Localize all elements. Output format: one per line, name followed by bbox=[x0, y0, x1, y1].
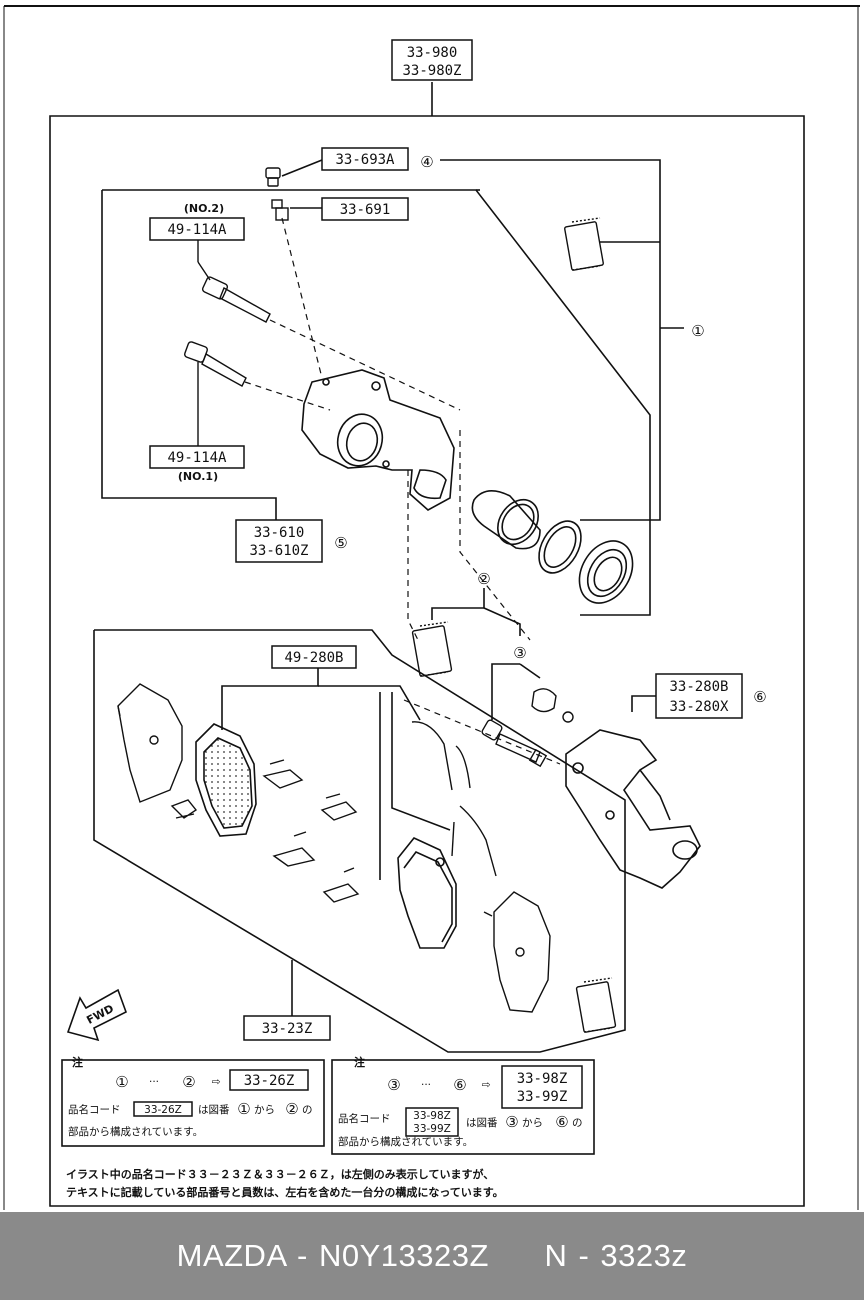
note-left-line1-code: 33-26Z bbox=[144, 1104, 182, 1116]
bottom-note-line1: イラスト中の品名コード３３－２３Ｚ＆３３－２６Ｚ，は左側のみ表示していますが、 bbox=[66, 1167, 494, 1181]
note-left-dots: ··· bbox=[149, 1076, 159, 1088]
grease-packet-upper bbox=[564, 217, 604, 271]
note-left-line1-mid: は図番 bbox=[198, 1104, 230, 1116]
note-right-line1-b: ⑥ bbox=[555, 1113, 568, 1131]
boot-part bbox=[578, 540, 634, 604]
callout-1: ① bbox=[691, 322, 704, 340]
caliper-label-1: 33-610 bbox=[254, 525, 305, 541]
note-right-line1-code-2: 33-99Z bbox=[413, 1123, 451, 1135]
guide-pin-upper-label: 49-114A bbox=[167, 222, 227, 238]
callout-6: ⑥ bbox=[753, 688, 766, 706]
piston-part bbox=[471, 490, 541, 550]
bracket-label-1: 33-280B bbox=[669, 679, 728, 695]
pad-set-label: 49-280B bbox=[284, 650, 343, 666]
note-right-formula-b: ⑥ bbox=[453, 1076, 466, 1094]
seal-part bbox=[538, 520, 582, 574]
bracket-bolt-part bbox=[481, 688, 574, 768]
note-right-line1-pre: 品名コード bbox=[338, 1112, 391, 1125]
shim-right-part bbox=[483, 891, 551, 1013]
caliper-label-2: 33-610Z bbox=[249, 543, 308, 559]
callout-4: ④ bbox=[420, 153, 433, 171]
pad-clip-parts bbox=[170, 759, 360, 903]
shim-left-part bbox=[117, 683, 183, 803]
pad-left-part bbox=[195, 723, 257, 837]
bleeder-screw-label: 33-691 bbox=[340, 202, 391, 218]
no2-label: (NO.2) bbox=[184, 202, 224, 215]
note-left-line1-a: ① bbox=[237, 1100, 250, 1118]
note-right-code-2: 33-99Z bbox=[517, 1089, 568, 1105]
bracket-label-2: 33-280X bbox=[669, 699, 729, 715]
note-left-formula-b: ② bbox=[182, 1073, 195, 1091]
grease-packet-middle bbox=[411, 621, 453, 677]
note-left-arrow: ⇨ bbox=[212, 1076, 221, 1088]
note-left-line2: 部品から構成されています。 bbox=[68, 1125, 203, 1138]
note-right-dots: ··· bbox=[421, 1079, 431, 1091]
note-left-code: 33-26Z bbox=[244, 1073, 295, 1089]
assembly-label-1: 33-980 bbox=[407, 45, 458, 61]
guide-pin-lower-part bbox=[184, 341, 247, 446]
bottom-note-line2: テキストに記載している部品番号と員数は、左右を含めた一台分の構成になっています。 bbox=[66, 1185, 504, 1199]
caliper-bracket-part bbox=[565, 729, 701, 889]
note-left-line1-no: の bbox=[302, 1104, 313, 1116]
bleeder-cap-part bbox=[265, 167, 281, 187]
fwd-arrow bbox=[66, 988, 127, 1042]
note-left-box bbox=[61, 1059, 325, 1147]
note-right-arrow: ⇨ bbox=[482, 1079, 491, 1091]
note-left-line1-kara: から bbox=[254, 1104, 275, 1116]
note-right-box bbox=[331, 1059, 595, 1155]
note-right-line1-a: ③ bbox=[505, 1113, 518, 1131]
pad-right-part bbox=[397, 837, 457, 949]
note-right-line2: 部品から構成されています。 bbox=[338, 1135, 473, 1148]
callout-3: ③ bbox=[513, 644, 526, 662]
guide-pin-lower-label: 49-114A bbox=[167, 450, 227, 466]
note-right-line1-mid: は図番 bbox=[466, 1117, 498, 1129]
anti-rattle-spring-part bbox=[411, 721, 497, 877]
grease-packet-lower bbox=[575, 977, 617, 1033]
footer-part-number: MAZDA - N0Y13323Z N - 3323z bbox=[176, 1238, 688, 1273]
note-left-title: 注 bbox=[72, 1055, 83, 1069]
no1-label: (NO.1) bbox=[178, 470, 218, 483]
main-frame bbox=[49, 82, 805, 1207]
note-right-line1-no: の bbox=[572, 1117, 583, 1129]
pad-kit-label: 33-23Z bbox=[262, 1021, 313, 1037]
callout-5: ⑤ bbox=[334, 534, 347, 552]
note-left-formula-a: ① bbox=[115, 1073, 128, 1091]
guide-pin-upper-part bbox=[197, 240, 271, 323]
note-right-title: 注 bbox=[354, 1055, 365, 1069]
note-right-formula-a: ③ bbox=[387, 1076, 400, 1094]
assembly-label-2: 33-980Z bbox=[402, 63, 461, 79]
bleeder-cap-label: 33-693A bbox=[335, 152, 395, 168]
brake-caliper-diagram: 33-980 33-980Z 33-693A 33-691 (NO.2) 49-… bbox=[3, 5, 860, 1210]
note-left-line1-pre: 品名コード bbox=[68, 1103, 121, 1116]
note-right-code-1: 33-98Z bbox=[517, 1071, 568, 1087]
caliper-body-part bbox=[301, 369, 455, 511]
callout-2: ② bbox=[477, 570, 490, 588]
note-right-line1-kara: から bbox=[522, 1117, 543, 1129]
note-left-line1-b: ② bbox=[285, 1100, 298, 1118]
note-right-line1-code-1: 33-98Z bbox=[413, 1110, 451, 1122]
footer-bar: MAZDA - N0Y13323Z N - 3323z bbox=[0, 1212, 864, 1300]
bleeder-screw-part bbox=[271, 199, 289, 221]
